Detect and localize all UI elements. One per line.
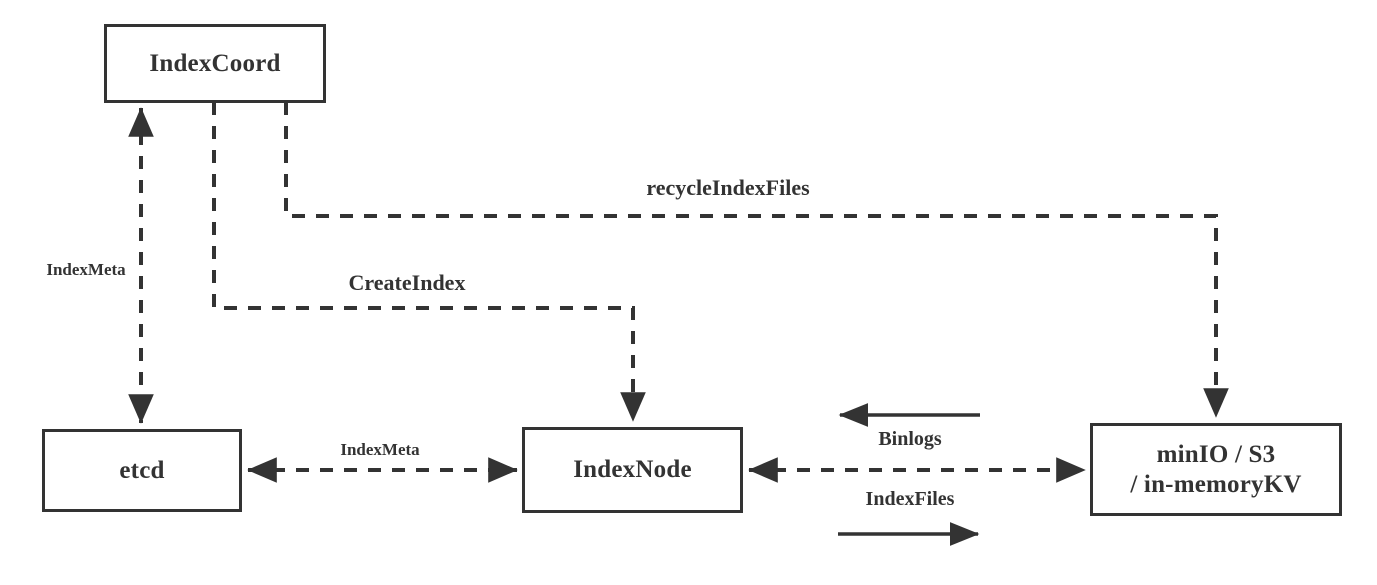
edge-label-create-index: CreateIndex [348,270,466,295]
node-index-node-label: IndexNode [573,456,692,484]
node-index-coord-label: IndexCoord [149,49,281,77]
node-index-coord[interactable]: IndexCoord [104,24,326,103]
node-etcd[interactable]: etcd [42,429,242,512]
node-minio-label-line2: / in-memoryKV [1130,470,1302,498]
node-minio[interactable]: minIO / S3 / in-memoryKV [1090,423,1342,516]
connector-create-index [212,102,646,422]
edge-label-recycle-index-files: recycleIndexFiles [646,175,810,200]
node-minio-label-line1: minIO / S3 [1156,441,1276,468]
connector-recycle-index-files [284,102,1229,418]
node-etcd-label: etcd [119,456,165,484]
edge-label-index-meta-coord-etcd: IndexMeta [46,260,126,279]
edge-label-binlogs: Binlogs [878,428,942,450]
edge-label-index-meta-etcd-node: IndexMeta [340,440,420,459]
node-index-node[interactable]: IndexNode [522,427,743,513]
edge-label-index-files: IndexFiles [865,488,955,510]
